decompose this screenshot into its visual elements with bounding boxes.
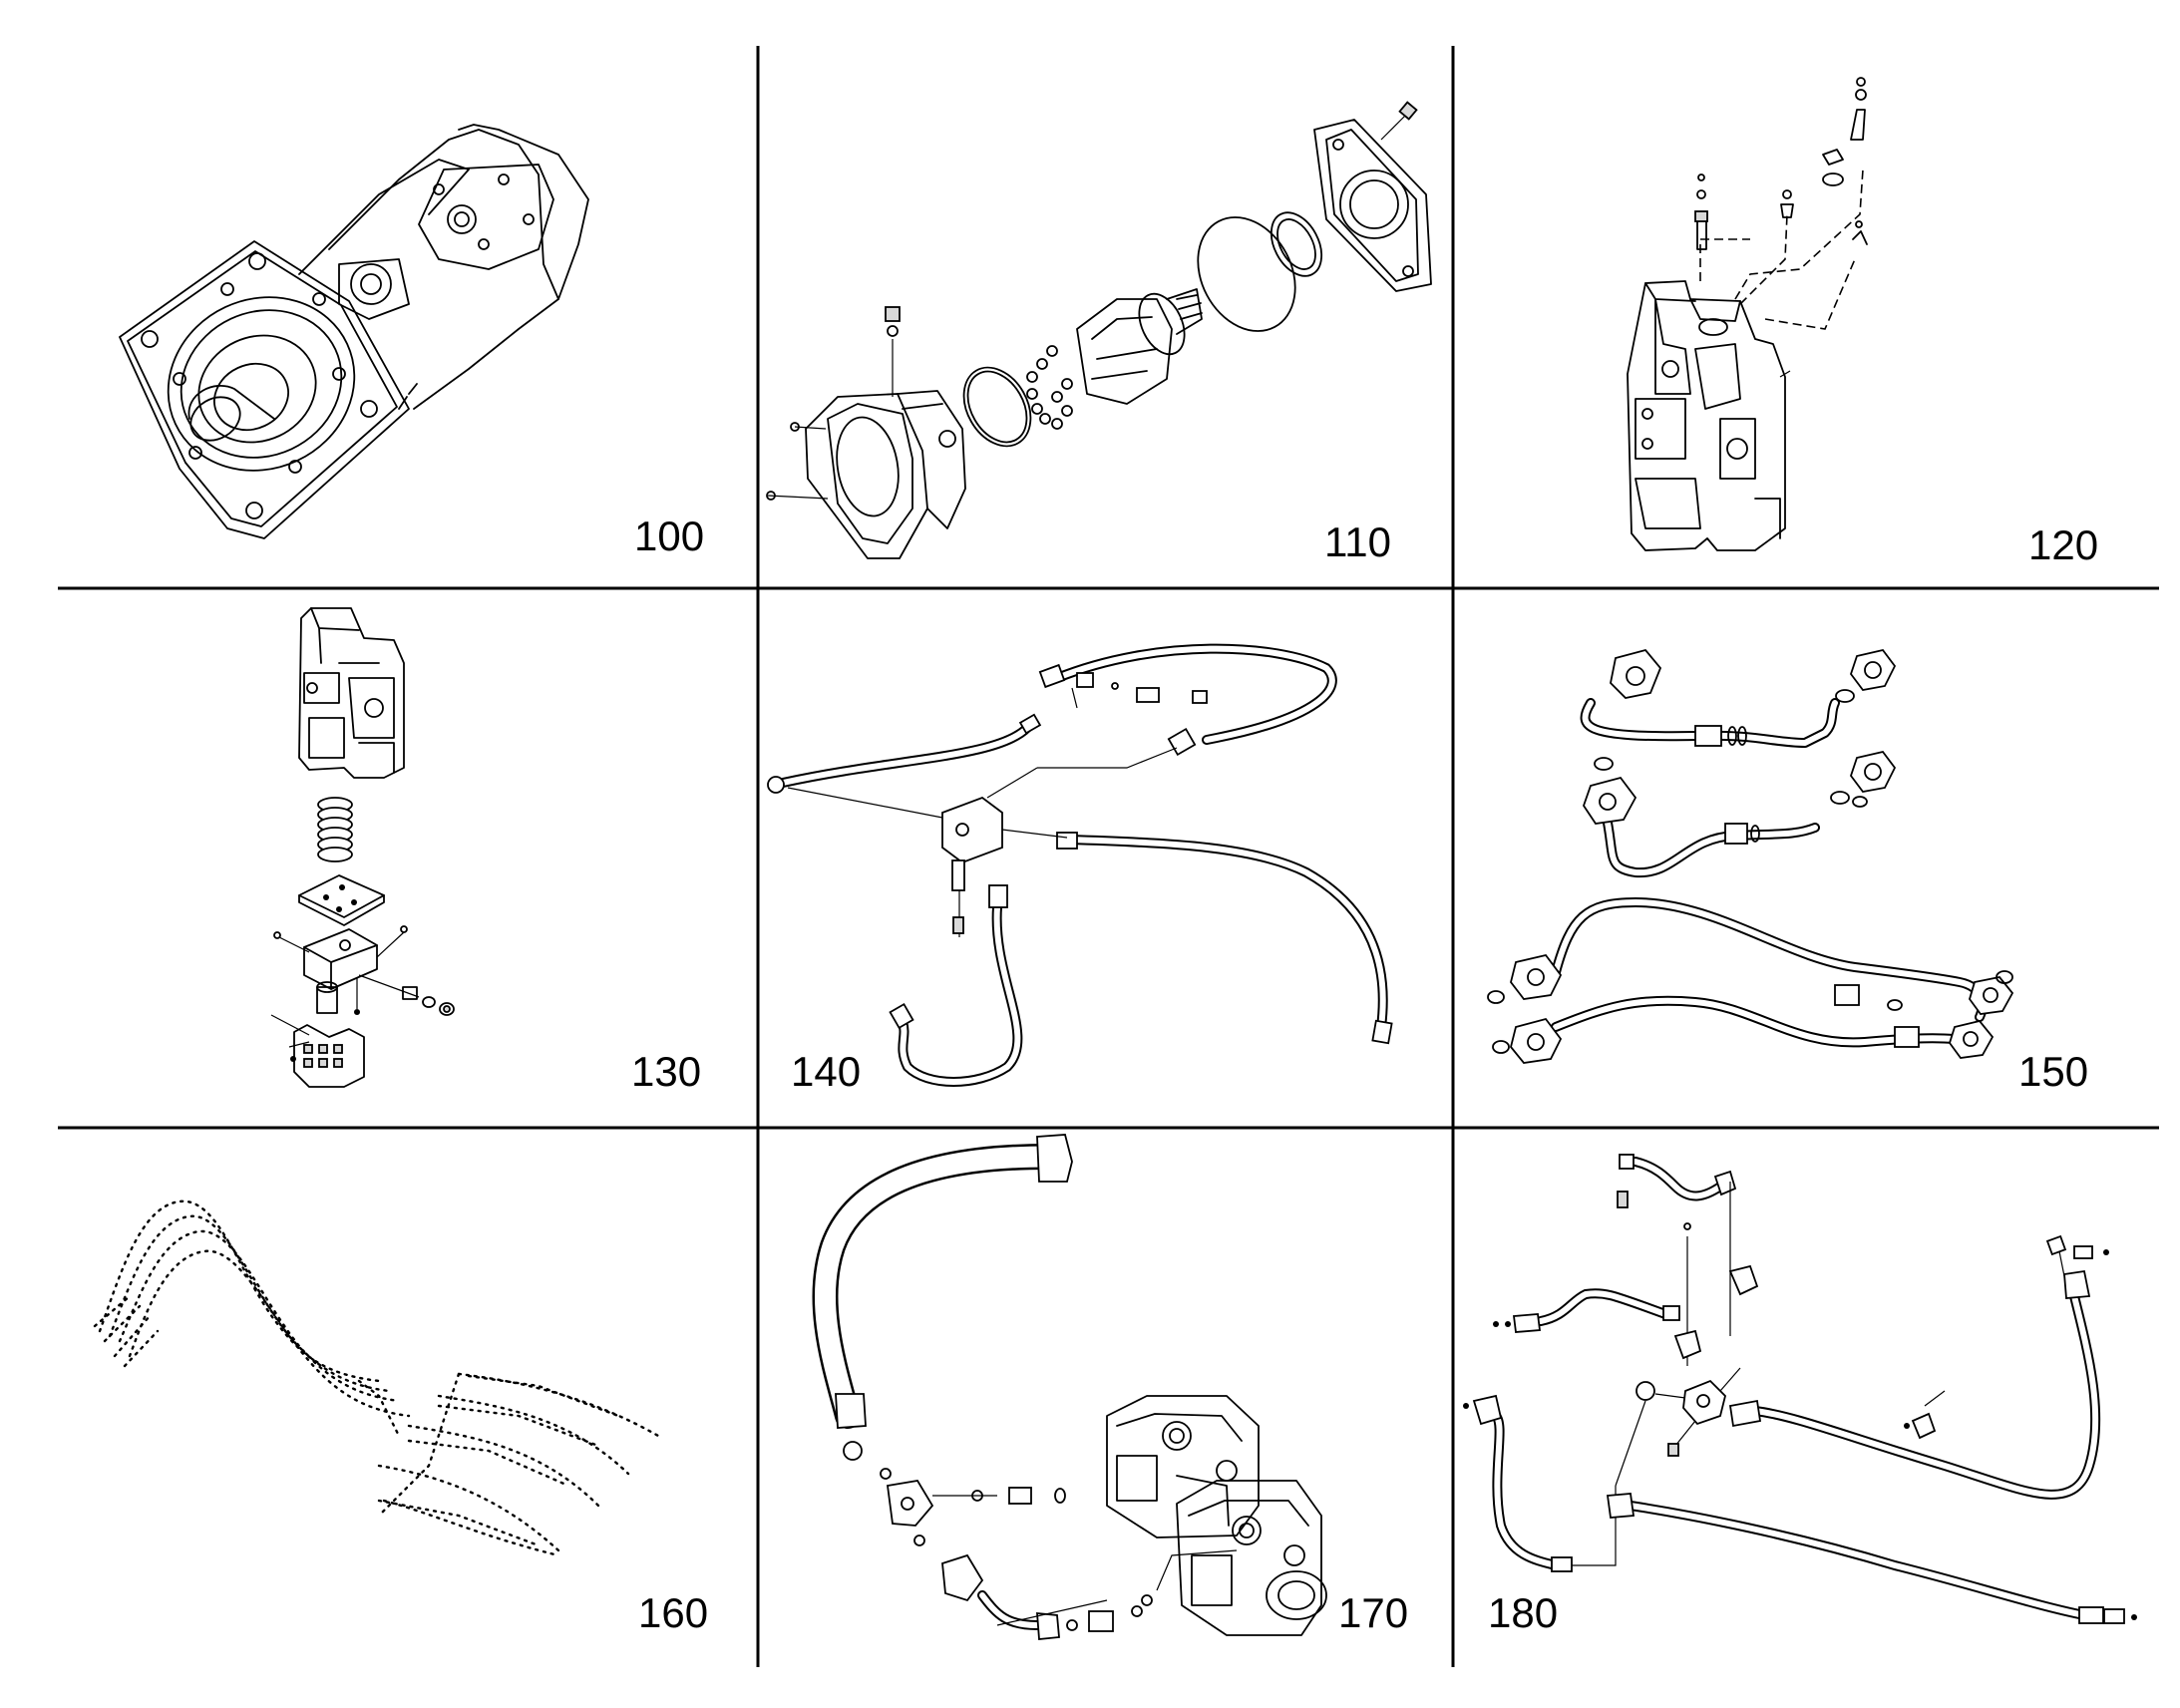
hose-assembly-drawing — [767, 643, 1393, 1087]
panel-140[interactable]: 140 — [767, 643, 1393, 1095]
panel-120[interactable]: 120 — [1627, 77, 2098, 568]
panel-150[interactable]: 150 — [1487, 648, 2088, 1095]
panel-160[interactable]: 160 — [93, 1199, 708, 1636]
panel-180[interactable]: 180 — [1463, 1154, 2137, 1636]
panel-label-170: 170 — [1338, 1589, 1408, 1636]
panel-100[interactable]: 100 — [119, 124, 704, 559]
connector-pins — [303, 1044, 343, 1068]
pump-hose-drawing — [812, 1134, 1327, 1640]
hose-network-drawing — [1463, 1154, 2137, 1624]
motor-exploded-drawing — [766, 101, 1432, 559]
bearing-balls — [1026, 345, 1073, 430]
grid-lines — [58, 46, 2159, 1667]
panel-110[interactable]: 110 — [766, 101, 1432, 565]
panel-130[interactable]: 130 — [270, 607, 701, 1095]
spring-coils — [317, 797, 353, 862]
panel-label-140: 140 — [791, 1048, 861, 1095]
panel-label-160: 160 — [638, 1589, 708, 1636]
panel-label-110: 110 — [1324, 518, 1391, 565]
valve-stack-drawing — [270, 607, 455, 1088]
control-valve-drawing — [1627, 77, 1868, 551]
panel-label-120: 120 — [2028, 521, 2098, 568]
panel-label-150: 150 — [2018, 1048, 2088, 1095]
pipe-fittings-drawing — [1487, 648, 2014, 1064]
panel-label-130: 130 — [631, 1048, 701, 1095]
panel-170[interactable]: 170 — [812, 1134, 1408, 1640]
motor-drawing — [119, 124, 589, 539]
wiring-harness-drawing — [93, 1199, 660, 1557]
panel-label-100: 100 — [634, 512, 704, 559]
panel-label-180: 180 — [1488, 1589, 1558, 1636]
